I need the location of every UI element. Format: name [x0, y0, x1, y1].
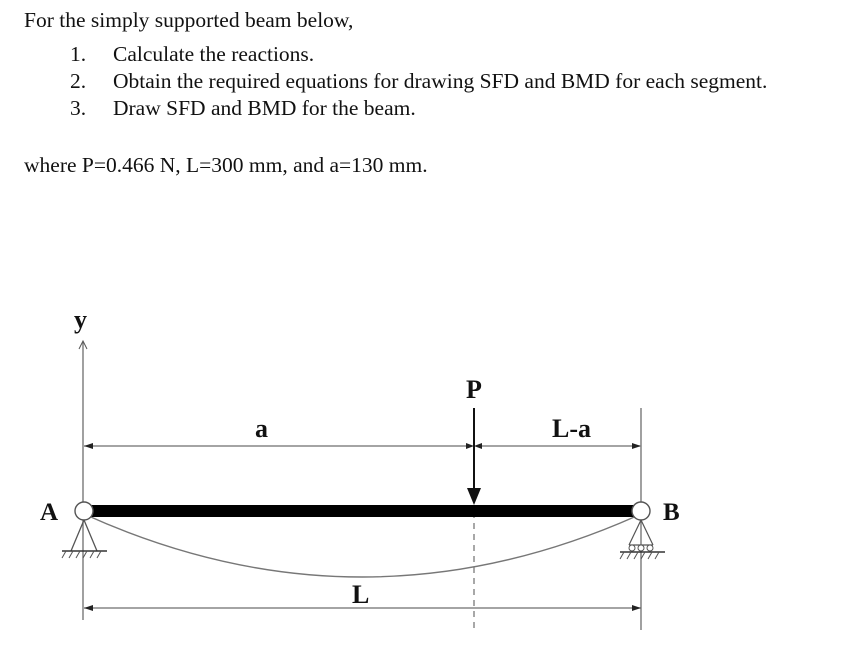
- support-a-label: A: [40, 499, 58, 526]
- y-axis: y: [74, 305, 88, 620]
- y-axis-label: y: [74, 305, 87, 334]
- hinge-b-icon: [631, 501, 651, 521]
- dimension-l-minus-a: L-a: [474, 414, 641, 449]
- load-arrow: P: [466, 375, 482, 505]
- support-b-label: B: [663, 499, 680, 526]
- support-b-roller: B: [619, 499, 680, 560]
- given-values: where P=0.466 N, L=300 mm, and a=130 mm.: [24, 153, 428, 177]
- task-text: Calculate the reactions.: [113, 42, 315, 66]
- support-a-pin: A: [40, 499, 107, 559]
- beam: [90, 505, 636, 517]
- task-number: 2.: [70, 69, 87, 93]
- task-text: Obtain the required equations for drawin…: [113, 69, 768, 93]
- hinge-a-icon: [74, 501, 94, 521]
- deflection-curve: [83, 513, 642, 578]
- task-text: Draw SFD and BMD for the beam.: [113, 96, 416, 120]
- dim-l-minus-a-label: L-a: [552, 414, 591, 443]
- dimension-l: L: [84, 580, 641, 611]
- problem-intro: For the simply supported beam below,: [24, 8, 354, 32]
- dim-a-label: a: [255, 414, 268, 443]
- dim-l-label: L: [352, 580, 369, 609]
- load-label: P: [466, 375, 482, 404]
- task-number: 3.: [70, 96, 87, 120]
- dimension-a: a: [84, 414, 474, 449]
- task-number: 1.: [70, 42, 87, 66]
